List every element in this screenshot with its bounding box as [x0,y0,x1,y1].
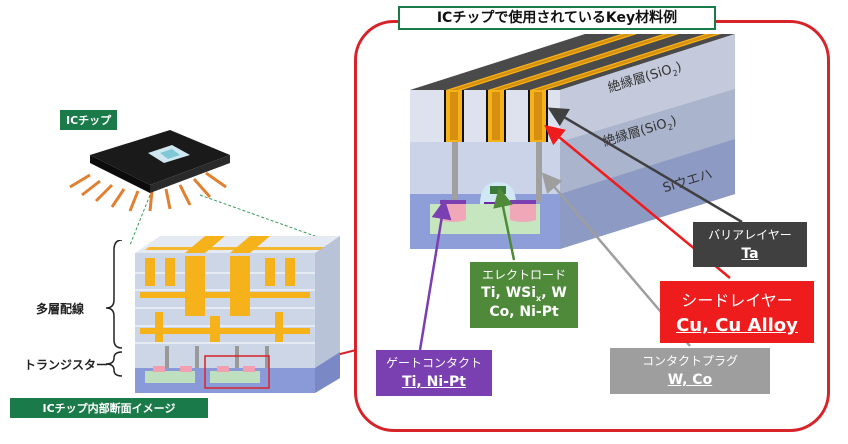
diagram-title: ICチップで使用されているKey材料例 [398,6,716,30]
multilayer-label: 多層配線 [36,302,85,316]
callout-gate-contact: ゲートコンタクト Ti, Ni-Pt [376,350,492,396]
cross-section-large [410,34,735,249]
inner-section-label: ICチップ内部断面イメージ [10,398,208,418]
cross-section-small [135,236,340,393]
ic-chip-image [69,130,230,212]
callout-electrode: エレクトロード Ti, WSix, W Co, Ni-Pt [470,262,578,328]
transistor-label: トランジスター [24,358,109,372]
callout-contact-plug: コンタクトプラグ W, Co [610,348,770,394]
brackets [105,240,123,377]
callout-seed-layer: シードレイヤー Cu, Cu Alloy [660,281,814,343]
callout-barrier-layer: バリアレイヤー Ta [693,222,807,267]
chip-label: ICチップ [60,110,118,130]
